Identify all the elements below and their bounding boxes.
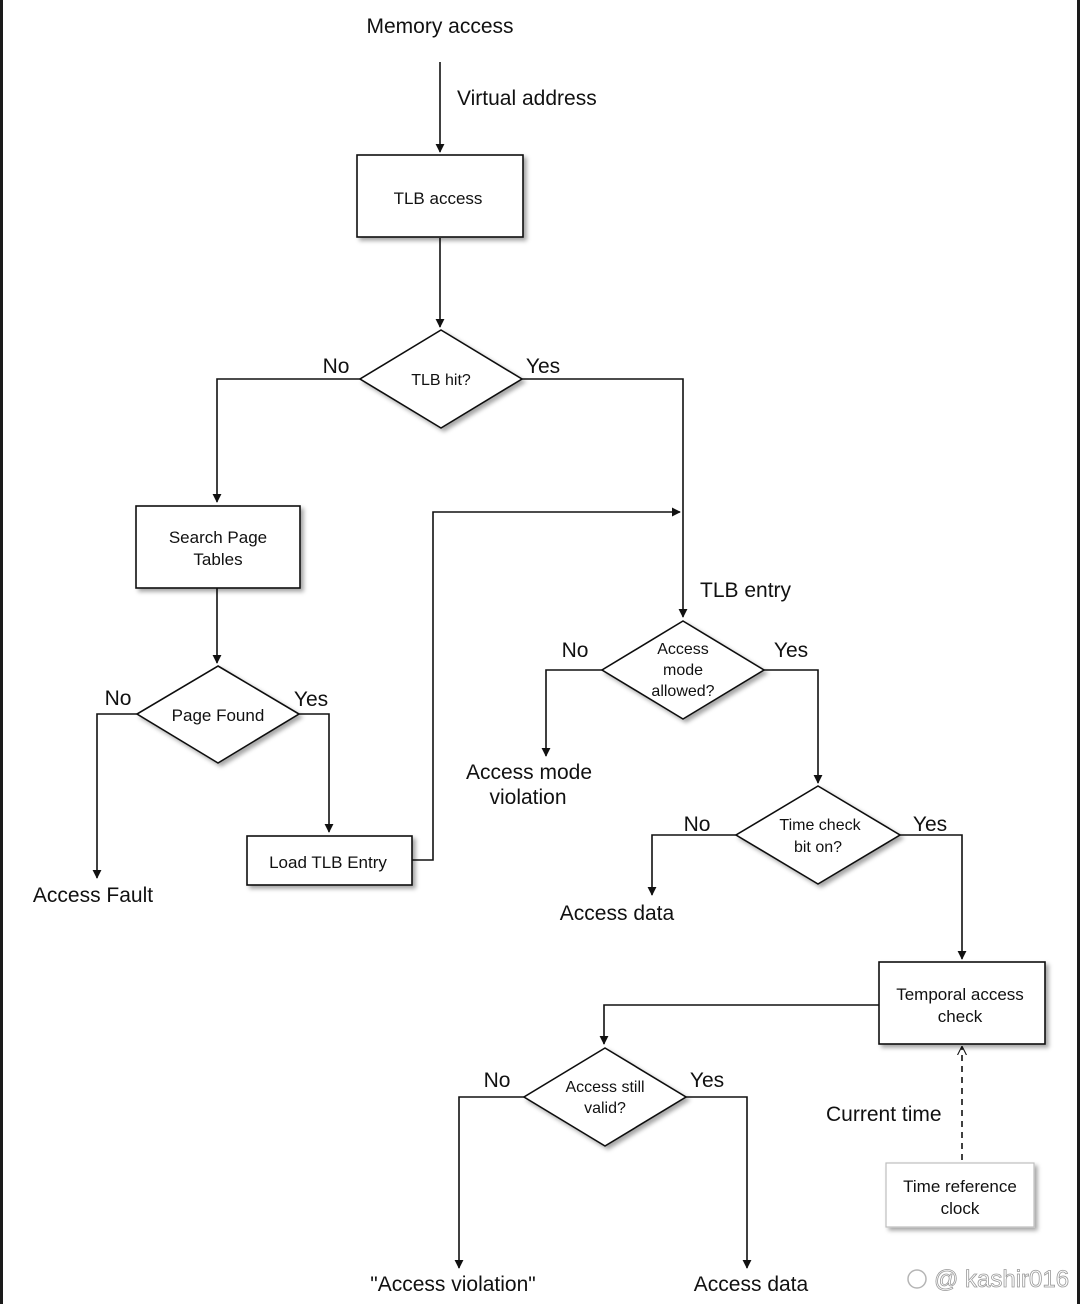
- tlb-entry-label: TLB entry: [700, 579, 792, 602]
- time-check-yes-label: Yes: [913, 813, 947, 836]
- arrow-time-check-no: [647, 834, 736, 896]
- arrow-time-check-yes: [900, 834, 967, 960]
- access-still-valid-line1: Access still: [565, 1079, 644, 1096]
- access-data-label-1: Access data: [560, 902, 675, 925]
- arrow-access-mode-yes: [764, 669, 823, 784]
- access-mode-violation-line2: violation: [489, 786, 566, 809]
- arrow-load-tlb-back: [412, 507, 681, 861]
- arrow-page-found-no: [92, 713, 137, 879]
- right-border: [1077, 0, 1080, 1304]
- left-border: [0, 0, 3, 1304]
- watermark-text: @ kashir016: [934, 1266, 1069, 1293]
- access-still-valid-line2: valid?: [584, 1100, 626, 1117]
- still-valid-no-label: No: [484, 1069, 511, 1092]
- arrow-still-valid-no: [454, 1096, 524, 1269]
- access-mode-allowed-line1: Access: [657, 641, 709, 658]
- arrow-page-found-yes: [299, 713, 334, 833]
- time-reference-clock-line1: Time reference: [903, 1177, 1017, 1196]
- access-mode-allowed-line2: mode: [663, 662, 703, 679]
- tlb-hit-no-label: No: [323, 355, 350, 378]
- connectors: [92, 62, 967, 1269]
- access-mode-allowed-line3: allowed?: [651, 683, 714, 700]
- page-found-label: Page Found: [172, 706, 265, 725]
- tlb-access-label: TLB access: [394, 189, 483, 208]
- tlb-access-box: TLB access: [356, 154, 524, 238]
- current-time-label: Current time: [826, 1103, 942, 1126]
- access-mode-no-label: No: [562, 639, 589, 662]
- tlb-hit-label: TLB hit?: [411, 372, 471, 389]
- time-check-line2: bit on?: [794, 839, 842, 856]
- time-reference-clock-box: Time reference clock: [885, 1162, 1035, 1228]
- time-check-no-label: No: [684, 813, 711, 836]
- search-page-tables-box: Search Page Tables: [135, 505, 301, 589]
- temporal-access-check-line2: check: [938, 1007, 983, 1026]
- arrow-tlb-hit-no: [212, 378, 360, 503]
- temporal-access-check-box: Temporal access check: [878, 961, 1046, 1045]
- access-mode-yes-label: Yes: [774, 639, 808, 662]
- virtual-address-label: Virtual address: [457, 87, 597, 110]
- page-found-no-label: No: [105, 687, 132, 710]
- arrow-access-mode-no: [541, 669, 602, 757]
- page-found-yes-label: Yes: [294, 688, 328, 711]
- tlb-hit-yes-label: Yes: [526, 355, 560, 378]
- time-reference-clock-line2: clock: [941, 1199, 980, 1218]
- access-violation-label: "Access violation": [370, 1273, 535, 1296]
- access-mode-allowed-diamond: Access mode allowed?: [600, 620, 766, 720]
- access-fault-label: Access Fault: [33, 884, 153, 907]
- access-mode-violation-line1: Access mode: [466, 761, 592, 784]
- page-found-diamond: Page Found: [135, 665, 301, 764]
- search-page-tables-line2: Tables: [193, 550, 242, 569]
- load-tlb-entry-box: Load TLB Entry: [246, 835, 413, 886]
- watermark-logo-icon: [907, 1269, 927, 1289]
- search-page-tables-line1: Search Page: [169, 528, 267, 547]
- arrow-still-valid-yes: [686, 1096, 752, 1269]
- arrow-temporal-to-still-valid: [599, 1004, 879, 1045]
- time-check-bit-diamond: Time check bit on?: [734, 785, 902, 885]
- arrow-tlb-hit-yes: [522, 378, 688, 618]
- load-tlb-entry-label: Load TLB Entry: [269, 853, 387, 872]
- still-valid-yes-label: Yes: [690, 1069, 724, 1092]
- watermark: @ kashir016: [907, 1266, 1069, 1293]
- memory-access-label: Memory access: [366, 15, 513, 38]
- time-check-line1: Time check: [779, 817, 861, 834]
- tlb-hit-diamond: TLB hit?: [358, 329, 524, 429]
- access-still-valid-diamond: Access still valid?: [522, 1047, 688, 1147]
- access-data-label-2: Access data: [694, 1273, 809, 1296]
- temporal-access-check-line1: Temporal access: [896, 985, 1024, 1004]
